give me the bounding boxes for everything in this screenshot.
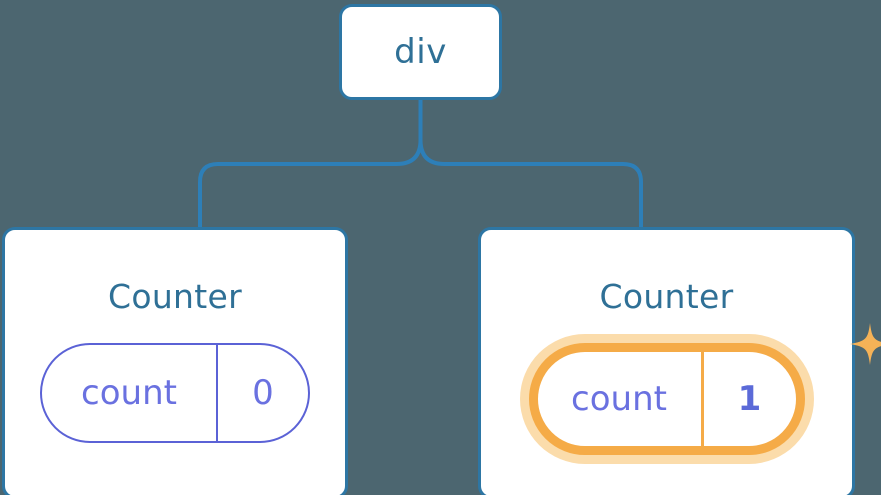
connector-branch-right [418, 138, 643, 229]
state-pill-wrapper: count 0 [40, 343, 310, 443]
state-value: 0 [216, 345, 308, 441]
state-pill-wrapper: count 1 [528, 323, 881, 455]
connector-branch-left [198, 138, 423, 229]
root-node-div[interactable]: div [339, 4, 502, 100]
sparkle-group [849, 323, 881, 375]
state-value: 1 [700, 352, 796, 446]
state-key: count [571, 379, 667, 419]
state-key: count [81, 373, 177, 413]
component-title: Counter [108, 277, 242, 316]
sparkle-four-point-icon [849, 323, 881, 365]
component-title: Counter [599, 277, 734, 316]
component-card-counter-right[interactable]: Counter count 1 [478, 227, 881, 495]
state-pill[interactable]: count 0 [40, 343, 310, 443]
root-node-label: div [394, 32, 447, 72]
state-pill-highlighted[interactable]: count 1 [528, 343, 805, 455]
component-card-counter-left[interactable]: Counter count 0 [2, 227, 348, 495]
